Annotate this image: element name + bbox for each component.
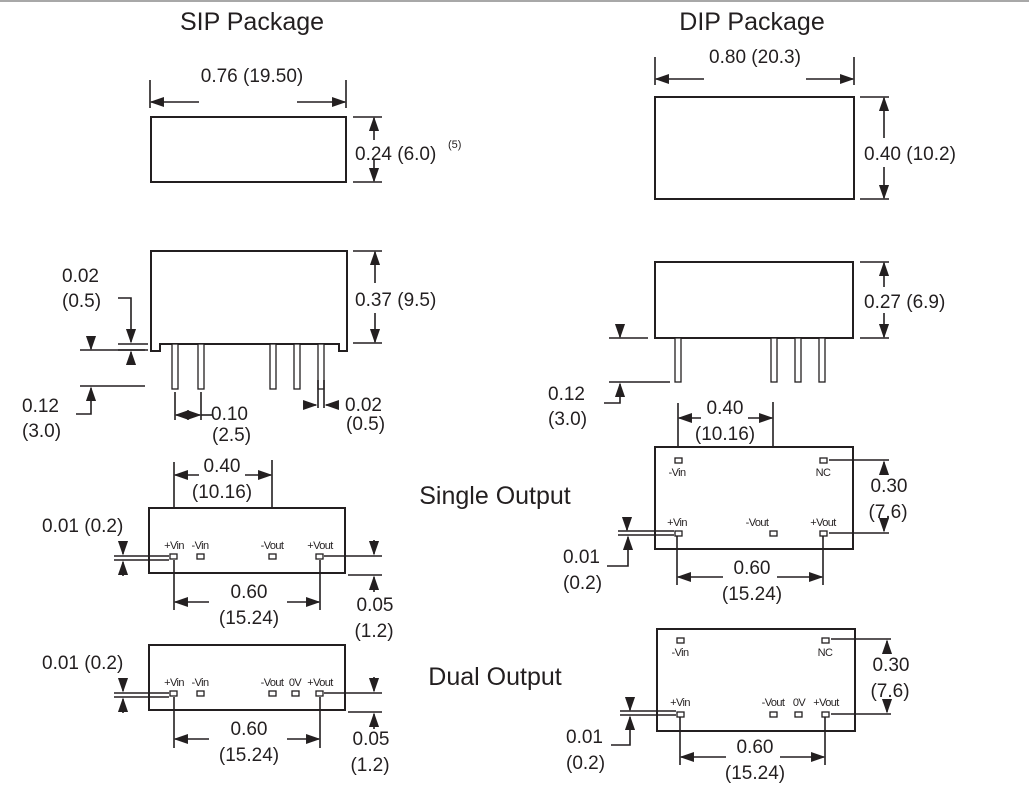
dip-dual-pad-mm: (0.2) <box>566 753 605 774</box>
sip-dual-footprint <box>148 644 346 711</box>
dip-height-dim: 0.40 (10.2) <box>864 144 956 165</box>
sip-title: SIP Package <box>180 8 324 36</box>
dip-dual-output: -Vin NC +Vin -Vout 0V +Vout 0.30 (7.6) 0… <box>566 628 910 784</box>
dip-single-pad-in: 0.01 <box>563 547 600 568</box>
dip-dual-pin-label: NC <box>818 647 833 659</box>
dip-single-span-mm: (15.24) <box>722 584 782 605</box>
sip-single-footprint <box>148 507 346 574</box>
sip-height-note: (5) <box>448 139 461 151</box>
sip-single-spacing-mm: (10.16) <box>192 482 252 503</box>
dual-output-label: Dual Output <box>428 663 561 691</box>
dip-single-pin-label: NC <box>816 467 831 479</box>
dip-single-pin-label: +Vout <box>810 517 836 529</box>
sip-dual-pin-label: -Vout <box>261 677 284 689</box>
dip-single-pin-label: +Vin <box>667 517 687 529</box>
dip-single-pad-mm: (0.2) <box>563 573 602 594</box>
sip-height-dim: 0.24 (6.0) <box>355 144 436 165</box>
sip-side-view: 0.37 (9.5) 0.02 (0.5) 0.12 (3.0) 0.10 (2… <box>22 250 436 446</box>
sip-dual-edge-in: 0.05 <box>353 729 390 750</box>
sip-side-height-dim: 0.37 (9.5) <box>355 290 436 311</box>
dip-title: DIP Package <box>679 8 824 36</box>
sip-dual-output: +Vin -Vin -Vout 0V +Vout 0.01 (0.2) 0.60… <box>42 644 390 776</box>
dip-body-top <box>654 96 855 200</box>
sip-single-pin-label: +Vout <box>307 540 333 552</box>
sip-dual-pin-label: -Vin <box>192 677 209 689</box>
sip-dual-edge-mm: (1.2) <box>350 755 389 776</box>
sip-single-pin-label: +Vin <box>164 540 184 552</box>
sip-dual-pad-dim: 0.01 (0.2) <box>42 653 123 674</box>
dip-spacing-mm: (10.16) <box>695 424 755 445</box>
dip-single-row-in: 0.30 <box>871 476 908 497</box>
dip-single-pin-label: -Vin <box>669 467 686 479</box>
dip-spacing-in: 0.40 <box>707 398 744 419</box>
top-border <box>0 0 1029 2</box>
dip-dual-span-in: 0.60 <box>737 737 774 758</box>
dip-single-row-mm: (7.6) <box>868 502 907 523</box>
sip-dual-pin-label: +Vin <box>164 677 184 689</box>
dip-dual-pin-label: 0V <box>793 697 807 709</box>
sip-pin-width-mm: (0.5) <box>346 414 385 435</box>
dip-dual-pin-label: -Vout <box>762 697 785 709</box>
dip-dual-span-mm: (15.24) <box>725 763 785 784</box>
dip-pin-length-in: 0.12 <box>548 384 585 405</box>
dip-single-pin-label: -Vout <box>746 517 769 529</box>
sip-body-side <box>150 250 348 352</box>
sip-pin-width-in: 0.02 <box>345 395 382 416</box>
sip-pitch-in: 0.10 <box>211 404 248 425</box>
sip-top-view: 0.76 (19.50) 0.24 (6.0) (5) <box>149 66 461 183</box>
sip-single-span-in: 0.60 <box>231 582 268 603</box>
sip-pitch-mm: (2.5) <box>212 425 251 446</box>
sip-dual-span-in: 0.60 <box>231 719 268 740</box>
dip-dual-pin-label: +Vout <box>813 697 839 709</box>
sip-dual-pin-label: +Vout <box>307 677 333 689</box>
sip-single-pin-label: -Vin <box>192 540 209 552</box>
sip-single-pin-label: -Vout <box>261 540 284 552</box>
dip-width-dim: 0.80 (20.3) <box>709 47 801 68</box>
dip-dual-pin-label: -Vin <box>672 647 689 659</box>
sip-dual-pin-label: 0V <box>289 677 303 689</box>
dip-pin-length-mm: (3.0) <box>548 409 587 430</box>
sip-standoff-in: 0.02 <box>62 266 99 287</box>
sip-single-pad-dim: 0.01 (0.2) <box>42 516 123 537</box>
dip-single-output: -Vin NC +Vin -Vout +Vout 0.30 (7.6) 0.01… <box>563 446 908 605</box>
sip-pin-length-mm: (3.0) <box>22 421 61 442</box>
dip-single-span-in: 0.60 <box>734 558 771 579</box>
dip-top-view: 0.80 (20.3) 0.40 (10.2) <box>654 47 956 200</box>
dip-dual-row-in: 0.30 <box>873 655 910 676</box>
sip-pin-length-in: 0.12 <box>22 396 59 417</box>
sip-single-output: 0.40 (10.16) +Vin -Vin -Vout +Vout 0.01 … <box>42 456 394 642</box>
sip-single-span-mm: (15.24) <box>219 608 279 629</box>
dip-body-side <box>654 261 854 339</box>
dip-side-height-dim: 0.27 (6.9) <box>864 292 945 313</box>
single-output-label: Single Output <box>419 482 571 510</box>
sip-single-spacing-in: 0.40 <box>204 456 241 477</box>
sip-single-edge-mm: (1.2) <box>354 621 393 642</box>
sip-body-top <box>150 116 347 183</box>
sip-standoff-mm: (0.5) <box>62 291 101 312</box>
sip-dual-span-mm: (15.24) <box>219 745 279 766</box>
dip-side-view: 0.27 (6.9) 0.12 (3.0) 0.40 (10.16) <box>548 261 945 518</box>
sip-width-dim: 0.76 (19.50) <box>201 66 303 87</box>
sip-single-edge-in: 0.05 <box>357 595 394 616</box>
dip-dual-row-mm: (7.6) <box>870 681 909 702</box>
dip-dual-pin-label: +Vin <box>670 697 690 709</box>
dip-dual-pad-in: 0.01 <box>566 727 603 748</box>
